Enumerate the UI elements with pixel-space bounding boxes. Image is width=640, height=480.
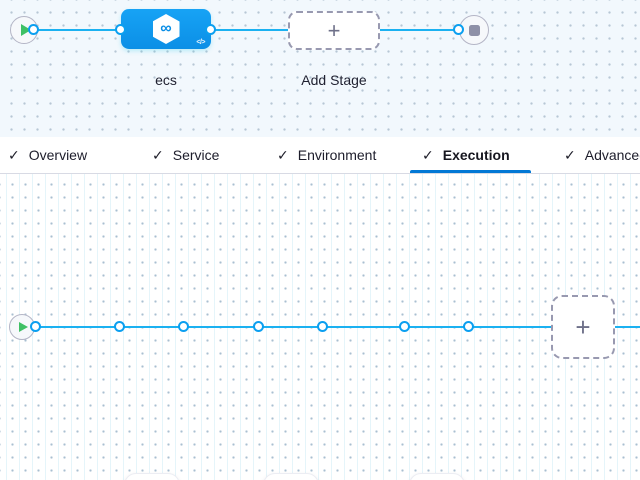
tab-environment[interactable]: ✓ Environment (277, 137, 376, 173)
play-icon (19, 322, 28, 332)
check-icon: ✓ (277, 147, 289, 163)
add-stage-label: Add Stage (301, 72, 367, 88)
check-icon: ✓ (422, 147, 434, 163)
connector-point[interactable] (205, 24, 216, 35)
tab-overview[interactable]: ✓ Overview (8, 137, 87, 173)
step-node-50-percent-traffic[interactable]: </> (263, 473, 319, 480)
harness-stage-icon: ∞ (152, 14, 180, 44)
stage-config-tab-bar: ✓ Overview ✓ Service ✓ Environment ✓ Exe… (0, 137, 640, 174)
stage-connector-line (24, 29, 475, 31)
tab-label: Advanced (584, 147, 640, 163)
tab-advanced[interactable]: ✓ Advanced (564, 137, 640, 173)
connector-point[interactable] (399, 321, 410, 332)
plus-icon: + (327, 17, 341, 43)
infinity-glyph: ∞ (160, 20, 172, 37)
check-icon: ✓ (564, 147, 576, 163)
connector-point[interactable] (114, 321, 125, 332)
connector-point[interactable] (463, 321, 474, 332)
connector-point[interactable] (30, 321, 41, 332)
tab-label: Environment (297, 147, 377, 163)
active-tab-underline (410, 170, 531, 173)
stage-label-ecs: ecs (155, 72, 177, 88)
tab-execution[interactable]: ✓ Execution (422, 137, 510, 173)
tab-label: Service (172, 147, 220, 163)
play-icon (20, 24, 31, 36)
check-icon: ✓ (8, 147, 20, 163)
step-connector-line (22, 326, 640, 328)
pipeline-end-node[interactable] (459, 15, 489, 45)
stage-graph-canvas: ∞ </> ecs + Add Stage (0, 0, 640, 137)
tab-service[interactable]: ✓ Service (152, 137, 219, 173)
execution-graph-canvas: </> </> (0, 174, 640, 480)
connector-point[interactable] (253, 321, 264, 332)
stop-icon (468, 24, 480, 36)
tab-label: Execution (442, 147, 510, 163)
code-icon[interactable]: </> (196, 39, 205, 46)
plus-icon: + (575, 312, 591, 342)
add-step-button[interactable]: + (551, 295, 615, 359)
step-node-ecs-service-setup[interactable]: </> (124, 473, 180, 480)
step-node-100-percentage-traffic[interactable]: </> (409, 473, 465, 480)
check-icon: ✓ (152, 147, 164, 163)
connector-point[interactable] (317, 321, 328, 332)
connector-point[interactable] (178, 321, 189, 332)
tab-label: Overview (28, 147, 88, 163)
add-stage-button[interactable]: + (288, 11, 380, 50)
connector-point[interactable] (28, 24, 39, 35)
connector-point[interactable] (453, 24, 464, 35)
connector-point[interactable] (115, 24, 126, 35)
stage-node-ecs[interactable]: ∞ </> (121, 9, 211, 49)
